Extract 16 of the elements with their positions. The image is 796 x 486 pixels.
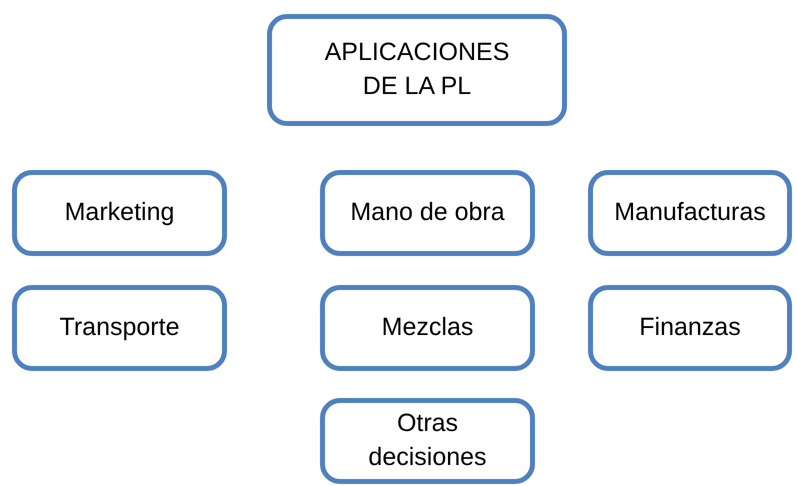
box-label: Mezclas [382, 312, 474, 344]
box-label: Manufacturas [614, 197, 766, 228]
box-label: Transporte [60, 312, 180, 344]
rounded-box [588, 285, 792, 371]
rounded-box [320, 398, 535, 484]
box-label: APLICACIONES DE LA PL [324, 37, 510, 102]
box-label: Otras decisiones [367, 408, 488, 473]
rounded-box [588, 170, 792, 256]
rounded-box [267, 14, 567, 126]
box-label: Marketing [64, 197, 174, 228]
rounded-box [12, 285, 227, 371]
rounded-box [320, 170, 535, 256]
box-label: Mano de obra [350, 197, 505, 228]
rounded-box [320, 285, 535, 371]
rounded-box [12, 170, 227, 256]
box-label: Finanzas [639, 312, 741, 344]
